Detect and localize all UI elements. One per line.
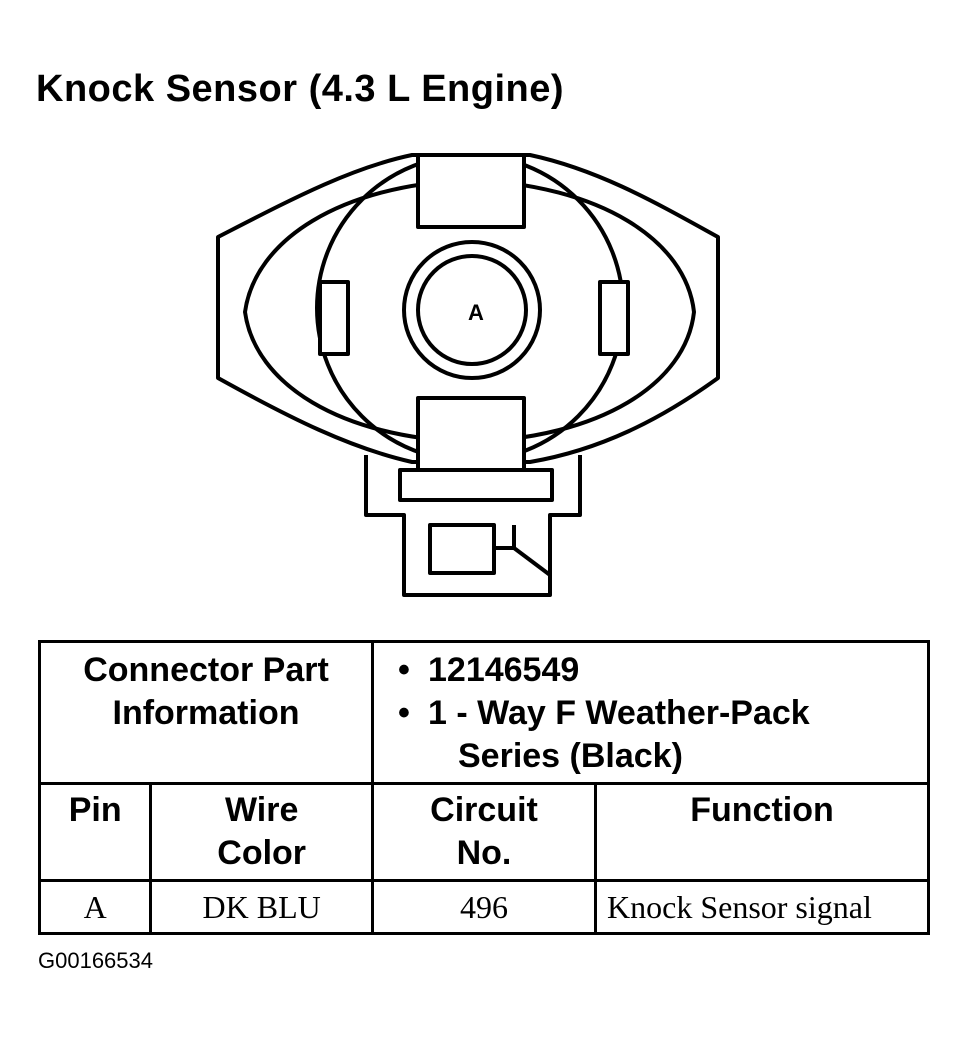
cell-circuit: 496	[371, 879, 597, 935]
table-row: A DK BLU 496 Knock Sensor signal	[37, 879, 930, 935]
cell-wire-color: DK BLU	[149, 879, 374, 935]
top-key-tab	[416, 153, 526, 229]
connector-outer-housing	[216, 153, 720, 464]
part-number-item: • 12146549	[398, 649, 927, 692]
bullet-icon: •	[398, 651, 410, 689]
left-lock-tab	[318, 280, 350, 356]
latch-outer	[364, 455, 582, 597]
header-function: Function	[594, 782, 930, 882]
part-info-label-line-1: Connector Part	[83, 651, 329, 689]
cell-function: Knock Sensor signal	[594, 879, 930, 935]
bottom-key-tab	[416, 396, 526, 472]
page-title: Knock Sensor (4.3 L Engine)	[36, 68, 565, 110]
part-info-row: Connector Part Information • 12146549 • …	[38, 640, 930, 785]
connector-diagram: A	[216, 153, 720, 597]
pin-a-outer-ring	[402, 240, 542, 380]
cell-pin: A	[37, 879, 153, 935]
part-info-label-cell: Connector Part Information	[38, 640, 374, 785]
pin-a-label: A	[468, 300, 484, 325]
part-info-label-line-2: Information	[112, 694, 300, 732]
latch-slant	[512, 546, 552, 577]
pin-a-inner-ring	[416, 254, 528, 366]
part-info-values-cell: • 12146549 • 1 - Way F Weather-Pack Seri…	[371, 640, 930, 785]
right-lock-tab	[598, 280, 630, 356]
latch-band	[398, 468, 554, 502]
header-pin: Pin	[37, 782, 153, 882]
connector-type-item: • 1 - Way F Weather-Pack	[398, 692, 927, 735]
connector-info-table: Connector Part Information • 12146549 • …	[37, 640, 930, 935]
part-number: 12146549	[428, 651, 580, 689]
connector-type: 1 - Way F Weather-Pack	[428, 694, 810, 732]
connector-series: Series (Black)	[458, 737, 683, 775]
figure-code: G00166534	[38, 948, 153, 973]
latch-block	[428, 523, 496, 575]
bullet-icon: •	[398, 694, 410, 732]
